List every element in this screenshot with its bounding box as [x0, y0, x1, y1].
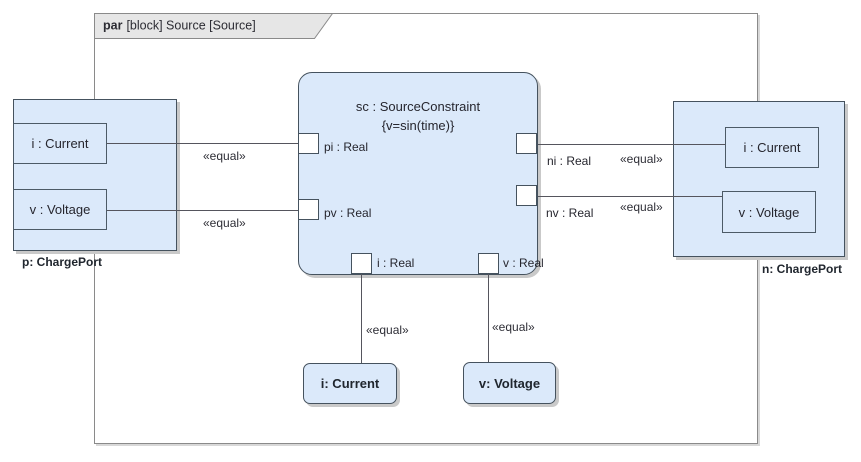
right-part-v[interactable]: v : Voltage	[722, 191, 816, 233]
connector-pv[interactable]	[107, 210, 298, 211]
equal-label-pv: «equal»	[203, 216, 246, 230]
port-v[interactable]	[478, 253, 499, 274]
connector-nv[interactable]	[538, 196, 722, 197]
left-block-name: p: ChargePort	[22, 255, 103, 269]
left-part-i[interactable]: i : Current	[13, 123, 107, 164]
connector-i[interactable]	[361, 274, 362, 363]
port-ni-label: ni : Real	[547, 154, 592, 168]
value-block-current[interactable]: i: Current	[303, 363, 397, 404]
equal-label-i: «equal»	[366, 323, 409, 337]
frame-keyword: par	[103, 18, 123, 33]
port-nv[interactable]	[516, 185, 537, 206]
left-part-v-label: v : Voltage	[29, 202, 91, 217]
constraint-name: sc : SourceConstraint	[355, 99, 481, 114]
value-block-current-label: i: Current	[320, 376, 380, 391]
right-part-i-label: i : Current	[743, 140, 801, 155]
right-part-i[interactable]: i : Current	[725, 127, 819, 168]
equal-label-ni: «equal»	[620, 152, 663, 166]
connector-pi[interactable]	[107, 143, 298, 144]
equal-label-v: «equal»	[492, 320, 535, 334]
left-part-v[interactable]: v : Voltage	[13, 189, 107, 230]
port-pv-label: pv : Real	[324, 206, 372, 220]
right-chargeport-block[interactable]	[673, 101, 845, 257]
right-part-v-label: v : Voltage	[738, 204, 800, 220]
equal-label-nv: «equal»	[620, 200, 663, 214]
port-pi[interactable]	[298, 133, 319, 154]
port-v-label: v : Real	[503, 256, 544, 270]
constraint-equation: {v=sin(time)}	[381, 118, 455, 133]
port-i-label: i : Real	[377, 256, 415, 270]
value-block-voltage[interactable]: v: Voltage	[463, 362, 556, 404]
left-part-i-label: i : Current	[31, 136, 89, 151]
port-i[interactable]	[351, 253, 372, 274]
source-constraint-block[interactable]	[298, 72, 538, 275]
diagram-frame-tab[interactable]: par[block] Source [Source]	[94, 13, 334, 39]
port-ni[interactable]	[516, 133, 537, 154]
port-nv-label: nv : Real	[546, 206, 594, 220]
frame-tab-shape	[94, 13, 334, 39]
connector-ni[interactable]	[538, 144, 725, 145]
connector-v[interactable]	[488, 274, 489, 362]
value-block-voltage-label: v: Voltage	[478, 375, 541, 391]
port-pv[interactable]	[298, 199, 319, 220]
equal-label-pi: «equal»	[203, 149, 246, 163]
frame-title: par[block] Source [Source]	[103, 19, 256, 33]
right-block-name: n: ChargePort	[762, 262, 843, 276]
port-pi-label: pi : Real	[324, 140, 369, 154]
frame-title-text: [block] Source [Source]	[126, 18, 256, 33]
